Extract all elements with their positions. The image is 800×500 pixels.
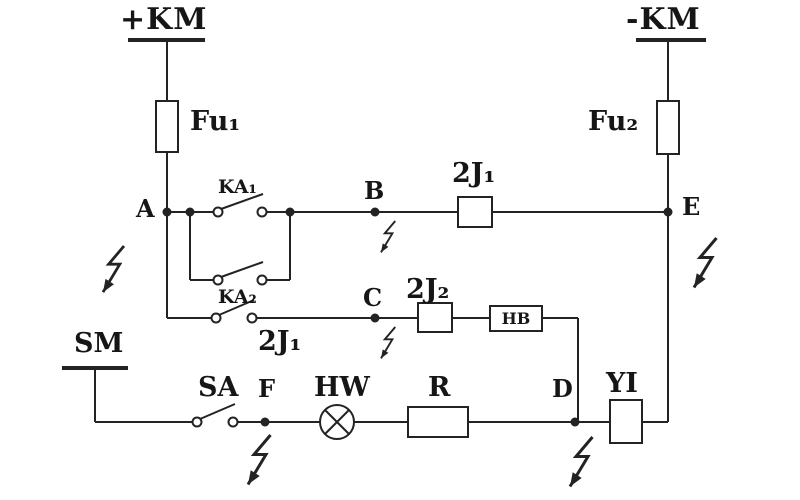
fuse-fu2-label: Fu₂ xyxy=(588,106,639,137)
contact-2j1-blade xyxy=(218,299,255,316)
junction-dot xyxy=(185,207,195,217)
source-sm-label: SM xyxy=(74,328,124,359)
node-d-dot xyxy=(570,417,580,427)
break-arrow-icon xyxy=(568,435,594,488)
fuse-fu1-symbol xyxy=(155,100,179,153)
junction-dots xyxy=(162,207,673,427)
node-a-label: A xyxy=(136,194,155,223)
switch-sa-terminal xyxy=(191,416,203,428)
break-arrow-icon xyxy=(692,236,718,289)
contact-ka2-label: KA₂ xyxy=(218,286,257,308)
node-c-label: C xyxy=(363,283,383,312)
contact-ka1-blade xyxy=(220,193,264,210)
row-sm-sa-hw-r-yi xyxy=(62,366,668,444)
device-yi-symbol xyxy=(609,399,643,444)
contact-ka1-terminal xyxy=(212,206,224,218)
lamp-hw-label: HW xyxy=(314,372,370,403)
node-c-dot xyxy=(370,313,380,323)
fuse-fu2-symbol xyxy=(656,100,680,155)
contact-ka2-blade xyxy=(220,261,264,278)
break-marks xyxy=(101,220,718,488)
negative-rail xyxy=(636,38,706,422)
relay-coil-2j2-symbol xyxy=(417,302,453,333)
node-e-label: E xyxy=(682,192,701,221)
fuse-fu1-label: Fu₁ xyxy=(190,106,241,137)
break-arrow-icon xyxy=(380,326,397,360)
node-b-label: B xyxy=(364,176,385,205)
negative-rail-label: -KM xyxy=(626,2,701,37)
contact-2j1-terminal xyxy=(210,312,222,324)
break-arrow-icon xyxy=(380,220,397,254)
positive-rail xyxy=(128,38,205,318)
resistor-r-symbol xyxy=(407,406,469,438)
positive-rail-label: +KM xyxy=(120,2,208,37)
break-arrow-icon xyxy=(246,433,272,486)
switch-sa-label: SA xyxy=(198,372,239,403)
device-hb-label: HB xyxy=(501,309,531,328)
resistor-r-label: R xyxy=(428,372,451,403)
node-a-dot xyxy=(162,207,172,217)
row-ka1-coil2j1 xyxy=(167,193,668,228)
node-f-dot xyxy=(260,417,270,427)
node-b-dot xyxy=(370,207,380,217)
row-contact2j1-coil2j2-hb xyxy=(167,299,579,422)
device-yi-label: YI xyxy=(606,368,638,399)
junction-dot xyxy=(285,207,295,217)
contact-ka2-terminal xyxy=(256,274,268,286)
contact-ka1-terminal xyxy=(256,206,268,218)
break-arrow-icon xyxy=(101,244,126,294)
node-f-label: F xyxy=(258,374,276,403)
node-d-label: D xyxy=(552,374,573,403)
contact-ka2-terminal xyxy=(212,274,224,286)
contact-ka1-label: KA₁ xyxy=(218,176,257,198)
relay-coil-2j1-label: 2J₁ xyxy=(452,158,496,189)
relay-coil-2j2-label: 2J₂ xyxy=(406,274,450,305)
contact-2j1-terminal xyxy=(246,312,258,324)
branch-ka2 xyxy=(189,212,291,286)
contact-2j1-label: 2J₁ xyxy=(258,326,302,357)
switch-sa-terminal xyxy=(227,416,239,428)
node-e-dot xyxy=(663,207,673,217)
switch-sa-blade xyxy=(199,403,236,420)
relay-coil-2j1-symbol xyxy=(457,196,493,228)
